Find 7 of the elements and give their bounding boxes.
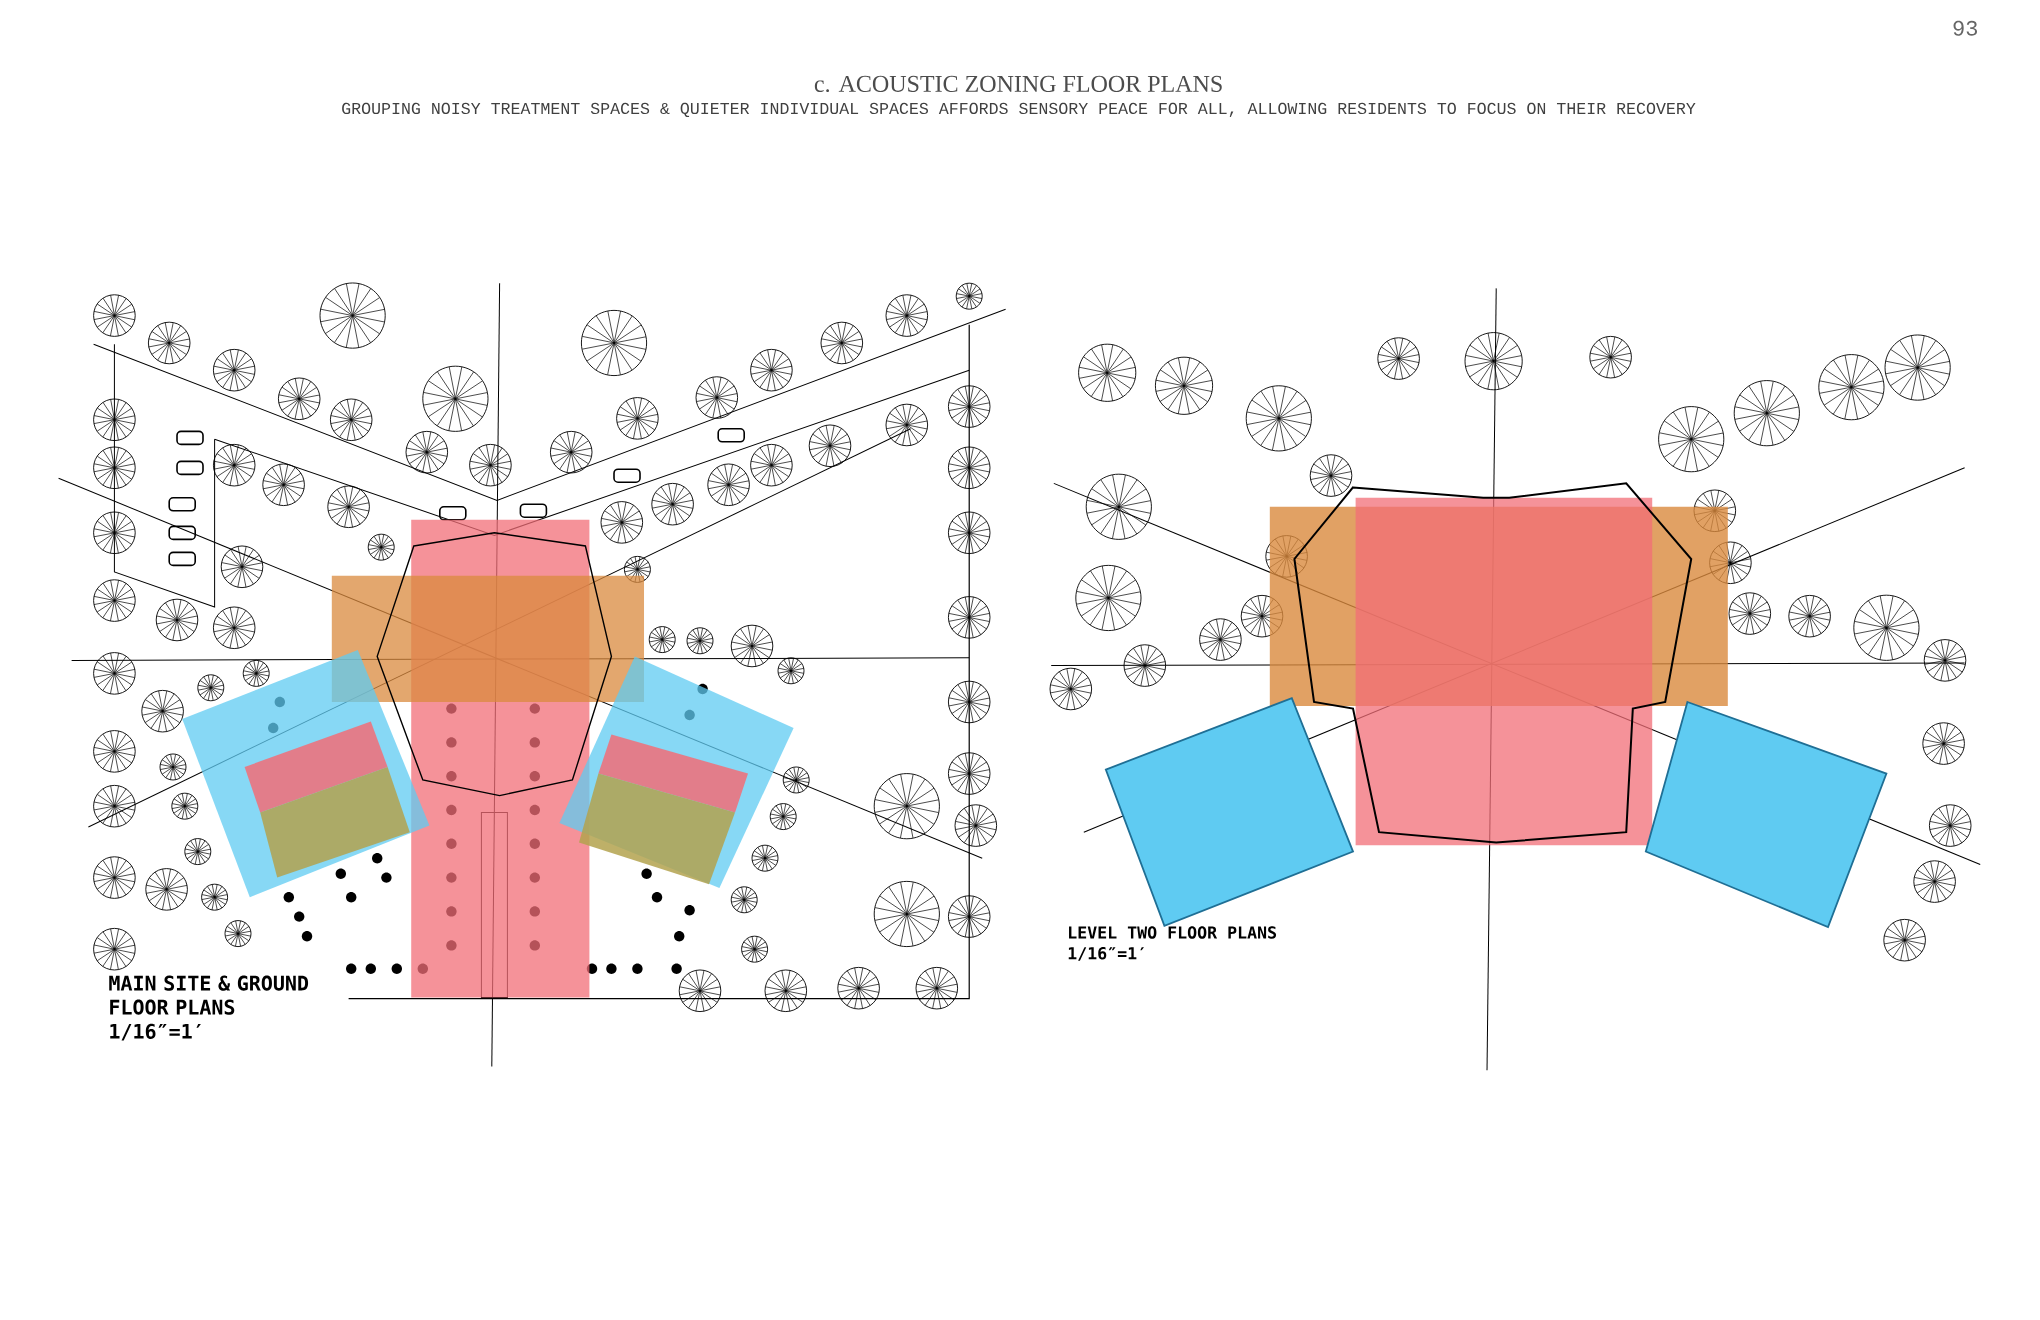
subtitle: GROUPING NOISY TREATMENT SPACES & QUIETER INDIVIDUAL SPACES AFFORDS SENSORY PEACE FOR ALL, ALLOWING RESIDENTS TO FOCUS ON THEIR RECOVERY (342, 102, 1696, 118)
scale-label: 1/16″=1′ (110, 1023, 201, 1041)
plan-label: MAIN SITE & GROUND FLOOR PLANS (109, 975, 309, 1015)
plan-label: LEVEL TWO FLOOR PLANS (1069, 926, 1277, 939)
title: c. ACOUSTIC ZONING FLOOR PLANS (814, 75, 1222, 93)
scale-label: 1/16″=1′ (1068, 947, 1144, 961)
page-number: 93 (1953, 20, 1977, 36)
